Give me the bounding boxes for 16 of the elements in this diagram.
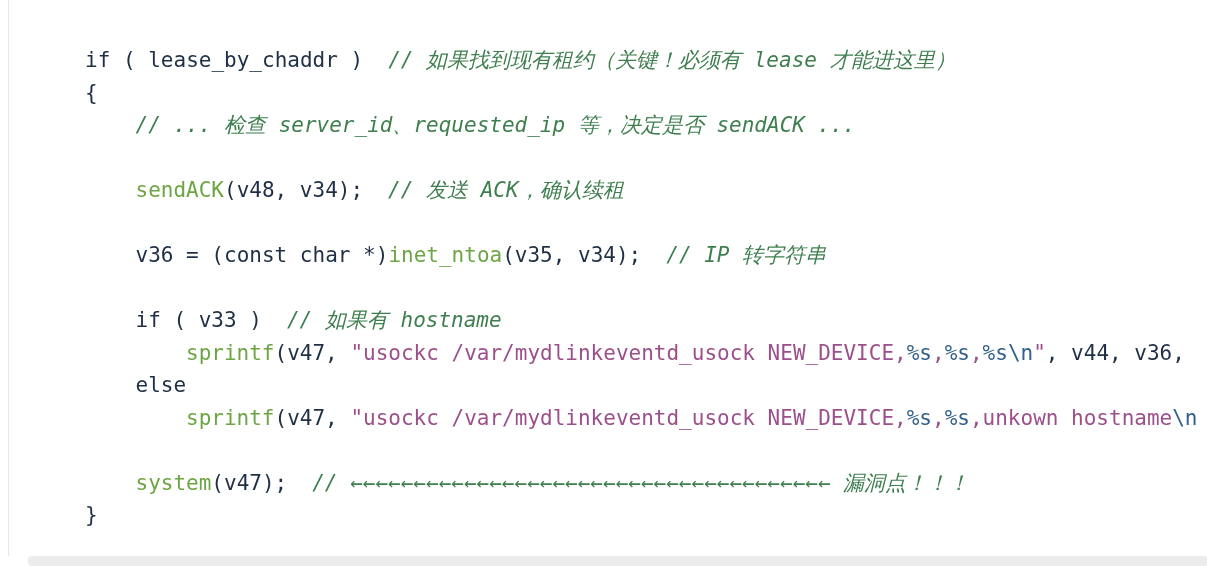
code-line: sprintf(v47, "usockc /var/mydlinkeventd_usock NEW_DEVICE,%s,%s,unkown hostname\n: [186, 405, 1198, 430]
code-comment: // ... 检查 server_id、requested_ip 等，决定是否 sendACK ...: [135, 113, 856, 137]
code-comment: // 发送 ACK，确认续租: [388, 178, 624, 202]
code-line: {: [85, 80, 98, 105]
code-line: }: [85, 503, 98, 527]
code-comment: // 如果有 hostname: [286, 308, 502, 332]
code-line: v36 = (const char *)inet_ntoa(v35, v34);: [135, 243, 642, 267]
code-line: system(v47);: [135, 470, 288, 495]
code-comment: // ←←←←←←←←←←←←←←←←←←←←←←←←←←←←←←←←←←←←←← 漏洞点！！！: [312, 470, 970, 495]
code-line: sprintf(v47, "usockc /var/mydlinkeventd_usock NEW_DEVICE,%s,%s,%s\n", v44, v36,: [186, 340, 1185, 365]
code-line: else: [135, 373, 187, 397]
code-comment: // 如果找到现有租约（关键！必须有 lease 才能进这里）: [388, 48, 956, 72]
code-line: sendACK(v48, v34);: [135, 178, 364, 202]
code-comment: // IP 转字符串: [666, 243, 827, 267]
code-line: if ( v33 ): [135, 308, 262, 332]
code-line: if ( lease_by_chaddr ): [85, 48, 364, 72]
